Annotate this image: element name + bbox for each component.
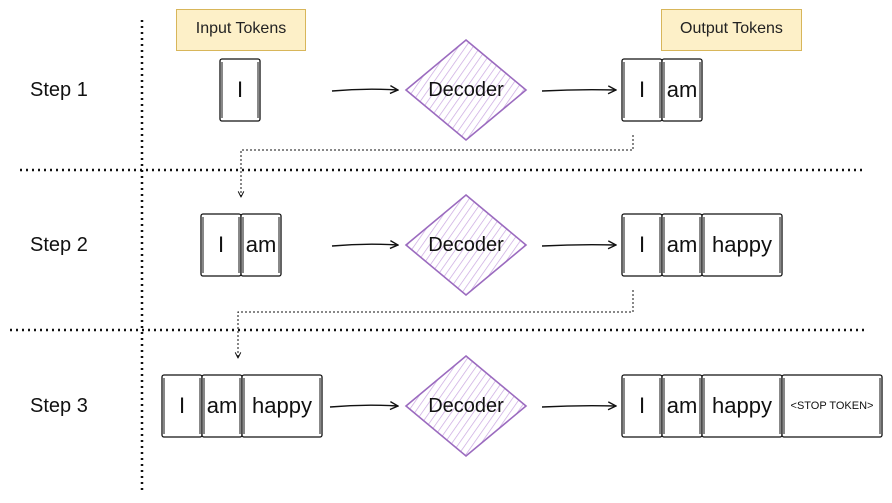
- step2-decoder-label: Decoder: [428, 234, 504, 256]
- step2-input-token-1-label: I: [217, 232, 225, 257]
- step3-output-token-2-label: am: [666, 393, 698, 418]
- step-label-1: Step 1: [30, 79, 88, 101]
- step2-arrow-to-output: [541, 245, 616, 246]
- step3-input-token-1-label: I: [178, 393, 186, 418]
- output-tokens-header: Output Tokens: [661, 9, 802, 51]
- step1-output-token-1-label: I: [638, 77, 646, 102]
- step3-input-token-3-label: happy: [252, 393, 312, 418]
- step1-output-token-2-label: am: [666, 77, 698, 102]
- step2-input-token-2-label: am: [245, 232, 277, 257]
- step2-decoder-diamond: [404, 193, 528, 297]
- step3-output-token-1-label: I: [638, 393, 646, 418]
- step2-arrow-to-decoder: [331, 244, 398, 246]
- step1-output-token-2-box: [661, 58, 703, 122]
- input-tokens-header: Input Tokens: [176, 9, 306, 51]
- step2-output-token-2-label: am: [666, 232, 698, 257]
- step-label-3: Step 3: [30, 395, 88, 417]
- step3-arrow-to-decoder: [329, 405, 398, 407]
- step1-arrow-to-decoder: [331, 89, 398, 91]
- step1-input-token-1-label: I: [236, 77, 244, 102]
- step2-output-token-3-label: happy: [712, 232, 772, 257]
- step3-input-token-3-box: [241, 374, 323, 438]
- step1-input-token-1-box: [219, 58, 261, 122]
- step3-decoder-label: Decoder: [428, 395, 504, 417]
- step3-output-token-4-label: <STOP TOKEN>: [790, 400, 874, 412]
- step1-arrow-to-output: [541, 90, 616, 91]
- step3-arrow-to-output: [541, 406, 616, 407]
- step1-decoder-diamond: [404, 38, 528, 142]
- step3-decoder-diamond: [404, 354, 528, 458]
- feedback-connector-1: [241, 135, 634, 197]
- step3-output-token-3-label: happy: [712, 393, 772, 418]
- step2-output-token-1-label: I: [638, 232, 646, 257]
- step1-decoder-label: Decoder: [428, 79, 504, 101]
- step2-output-token-3-box: [701, 213, 783, 277]
- step-label-2: Step 2: [30, 234, 88, 256]
- step2-input-token-2-box: [240, 213, 282, 277]
- step3-input-token-2-label: am: [206, 393, 238, 418]
- feedback-connector-2: [238, 290, 634, 358]
- step3-output-token-4-box: [781, 374, 883, 438]
